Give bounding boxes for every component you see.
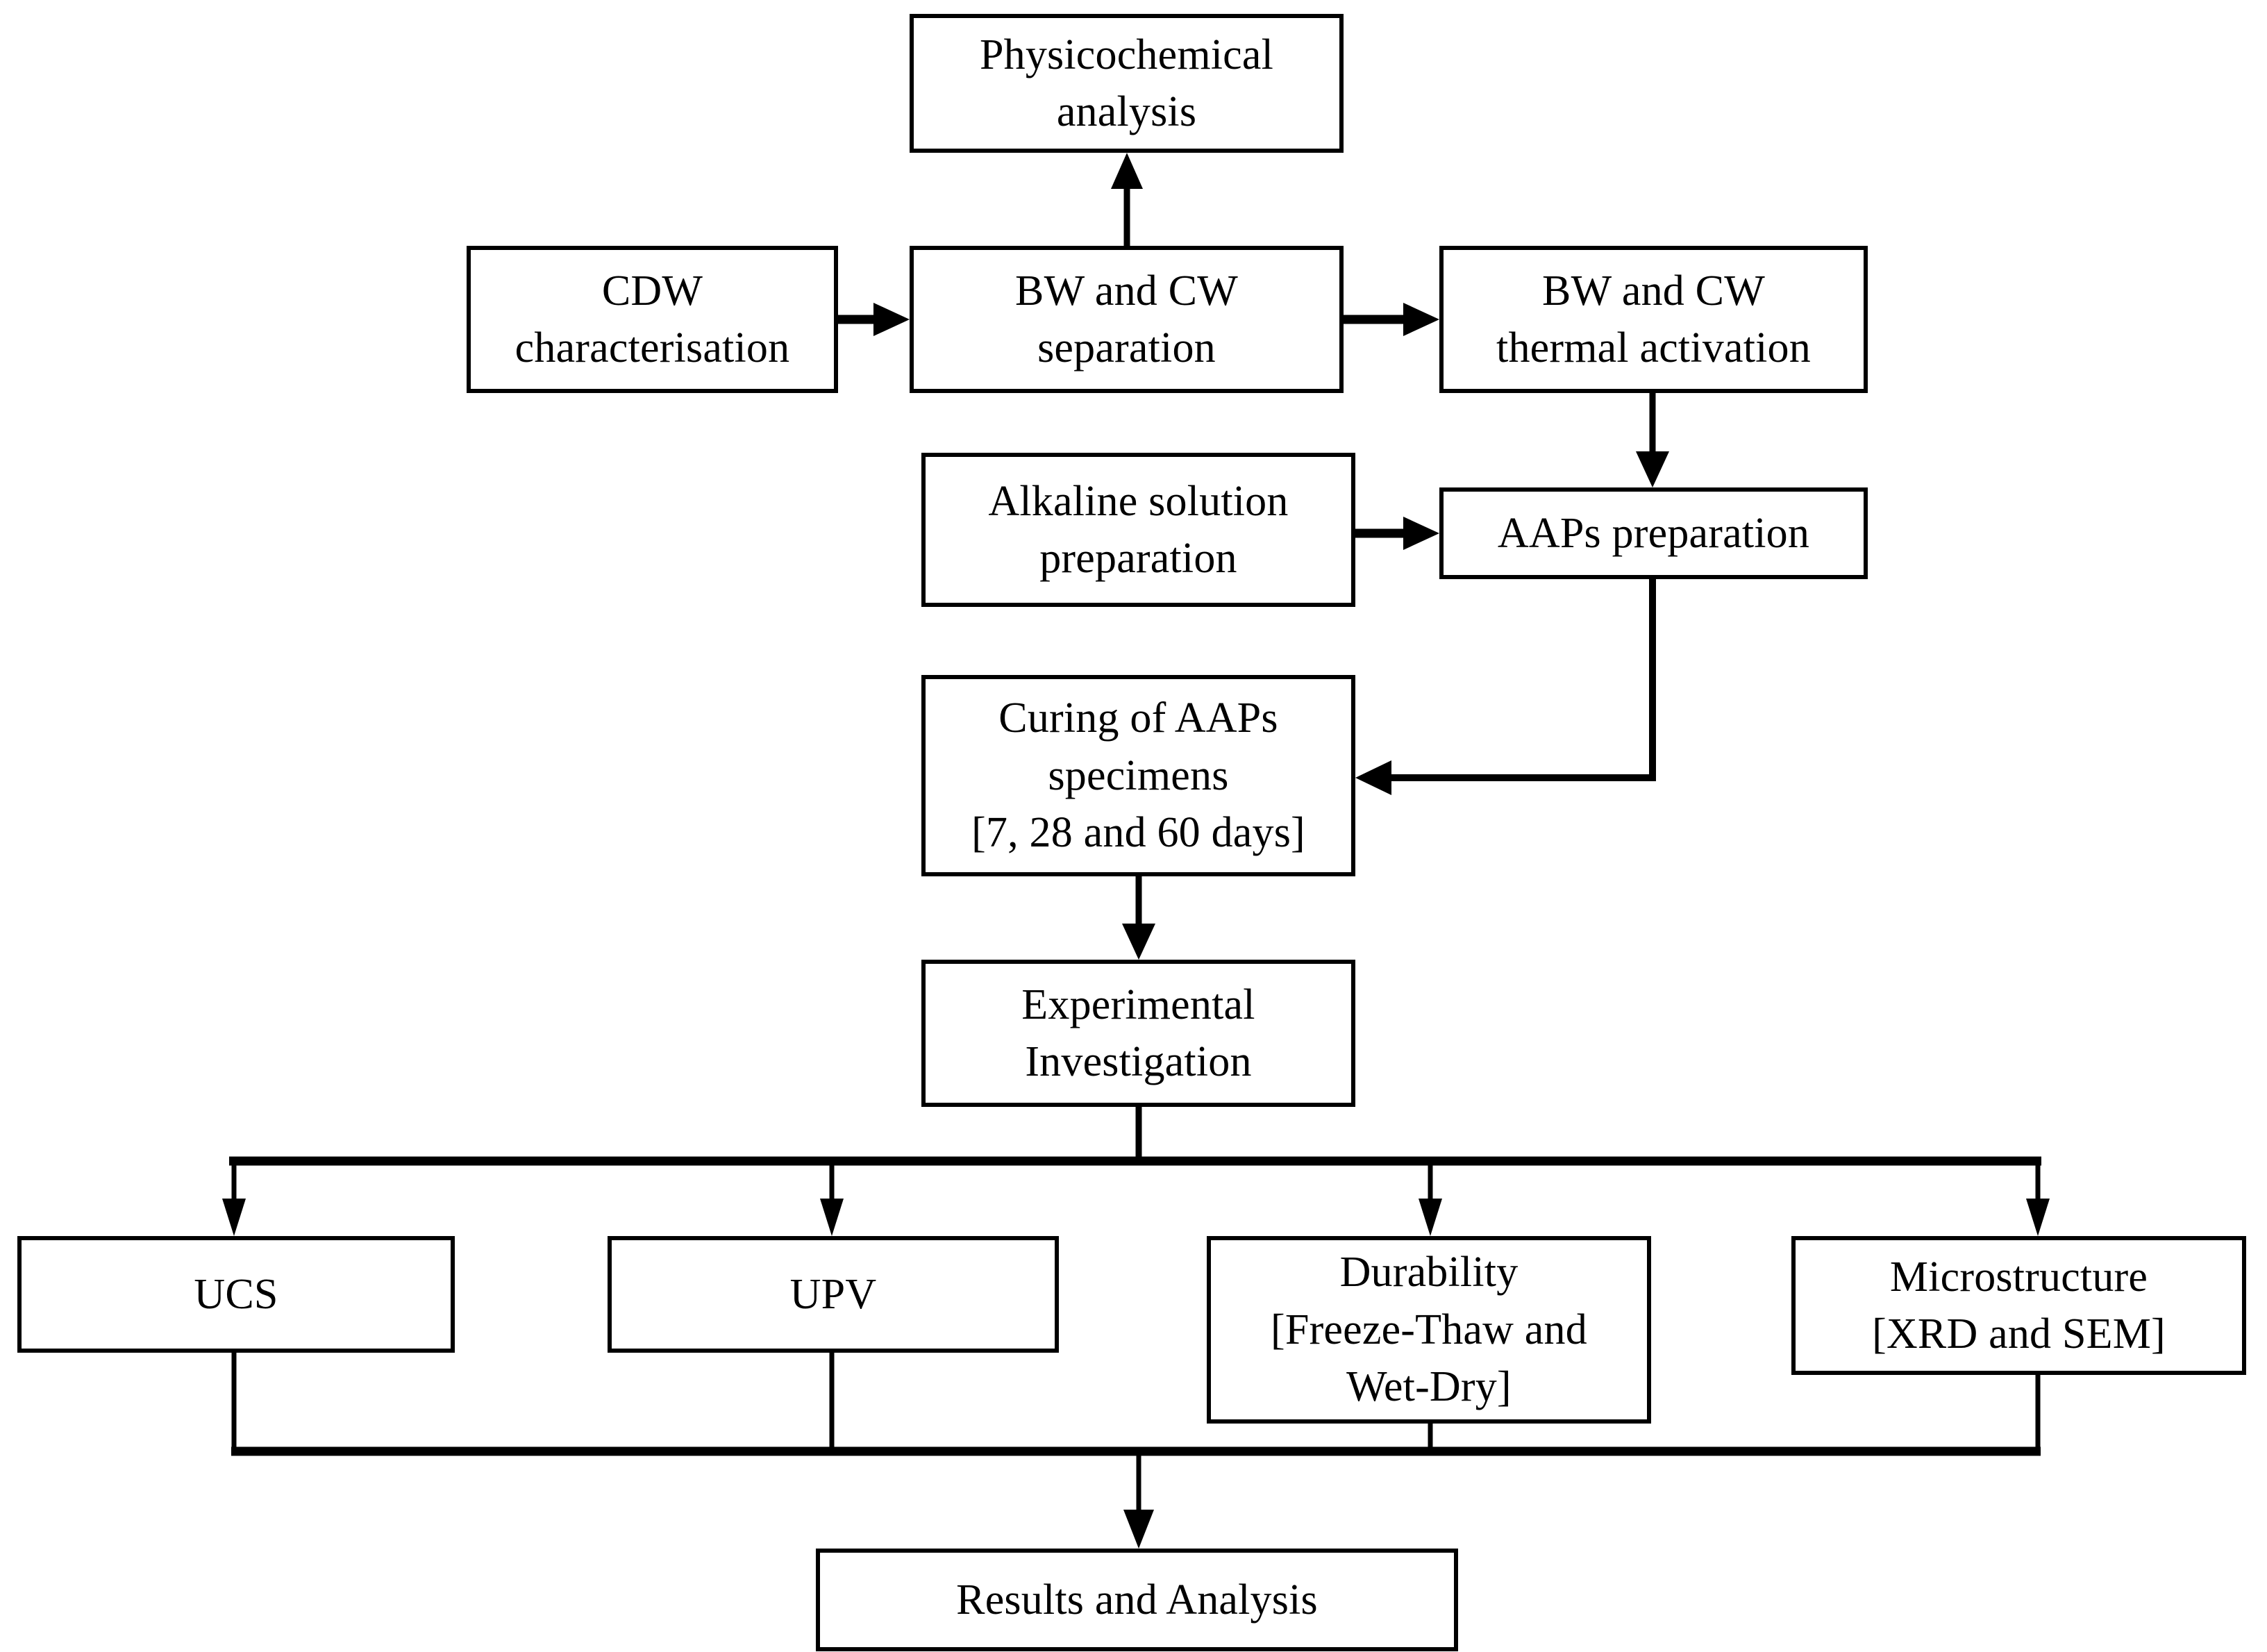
node-label-cdw-characterisation: CDW characterisation [515, 267, 790, 372]
connector-thermal-to-aaps [1636, 393, 1669, 487]
connector-separation-to-thermal [1344, 303, 1439, 336]
node-aaps-preparation[interactable]: AAPs preparation [1439, 487, 1868, 579]
node-label-ucs: UCS [194, 1270, 278, 1318]
node-curing-of-aaps-specimens[interactable]: Curing of AAPs specimens [7, 28 and 60 d… [921, 675, 1355, 876]
node-alkaline-solution-preparation[interactable]: Alkaline solution preparation [921, 453, 1355, 607]
connector-cdw-to-separation [838, 303, 910, 336]
node-microstructure[interactable]: Microstructure [XRD and SEM] [1791, 1236, 2246, 1375]
connector-experimental-to-tests [222, 1107, 2050, 1236]
node-label-durability: Durability [Freeze-Thaw and Wet-Dry] [1271, 1249, 1587, 1411]
node-results-and-analysis[interactable]: Results and Analysis [816, 1549, 1458, 1651]
node-cdw-characterisation[interactable]: CDW characterisation [467, 246, 838, 393]
connector-alkaline-to-aaps [1355, 517, 1439, 550]
node-label-experimental-investigation: Experimental Investigation [1021, 981, 1255, 1085]
node-label-upv: UPV [789, 1270, 877, 1318]
node-label-bw-cw-thermal-activation: BW and CW thermal activation [1496, 267, 1811, 372]
node-label-physicochemical-analysis: Physicochemical analysis [979, 31, 1274, 135]
node-bw-cw-thermal-activation[interactable]: BW and CW thermal activation [1439, 246, 1868, 393]
node-label-alkaline-solution-preparation: Alkaline solution preparation [988, 477, 1289, 582]
connector-aaps-to-curing [1355, 579, 1656, 795]
node-experimental-investigation[interactable]: Experimental Investigation [921, 960, 1355, 1107]
connector-separation-to-physicochemical [1111, 153, 1143, 246]
node-label-results-and-analysis: Results and Analysis [956, 1576, 1318, 1624]
node-bw-cw-separation[interactable]: BW and CW separation [910, 246, 1344, 393]
node-ucs[interactable]: UCS [17, 1236, 455, 1353]
node-label-aaps-preparation: AAPs preparation [1497, 509, 1810, 557]
node-label-bw-cw-separation: BW and CW separation [1015, 267, 1238, 372]
node-label-curing-of-aaps-specimens: Curing of AAPs specimens [7, 28 and 60 d… [971, 694, 1305, 857]
connector-curing-to-experimental [1122, 876, 1155, 960]
node-label-microstructure: Microstructure [XRD and SEM] [1872, 1253, 2166, 1358]
connector-tests-to-results [231, 1353, 2041, 1549]
node-physicochemical-analysis[interactable]: Physicochemical analysis [910, 14, 1344, 153]
node-durability[interactable]: Durability [Freeze-Thaw and Wet-Dry] [1207, 1236, 1651, 1424]
node-upv[interactable]: UPV [608, 1236, 1059, 1353]
